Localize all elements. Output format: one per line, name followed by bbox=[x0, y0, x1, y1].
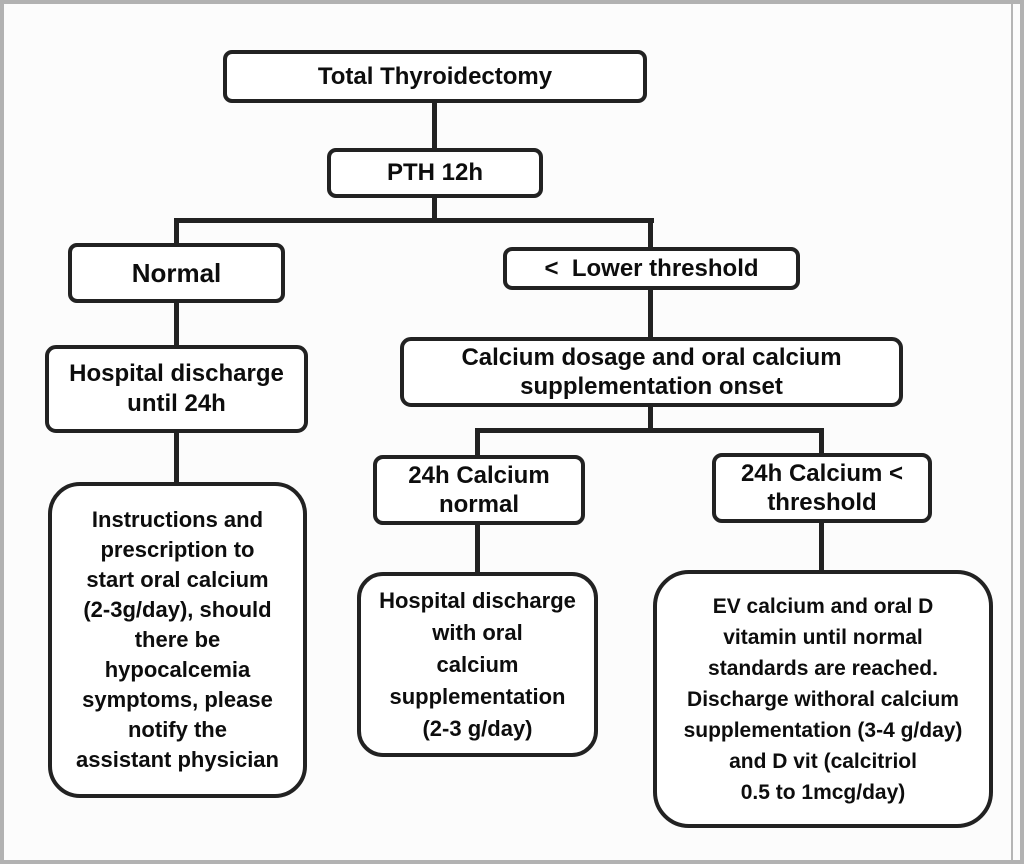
node-lower-threshold: < Lower threshold bbox=[503, 247, 800, 290]
edge-calciumdosage-down bbox=[648, 405, 653, 431]
node-instructions: Instructions and prescription to start o… bbox=[48, 482, 307, 798]
edge-calciumnormal-to-discharge bbox=[475, 523, 480, 574]
node-total-thyroidectomy: Total Thyroidectomy bbox=[223, 50, 647, 103]
edge-branch-to-calcium-low bbox=[819, 428, 824, 455]
node-calcium-dosage: Calcium dosage and oral calcium suppleme… bbox=[400, 337, 903, 407]
edge-discharge24h-to-instructions bbox=[174, 431, 179, 484]
node-ev-calcium: EV calcium and oral D vitamin until norm… bbox=[653, 570, 993, 828]
node-pth-12h: PTH 12h bbox=[327, 148, 543, 198]
edge-branch-to-lower-threshold bbox=[648, 218, 653, 249]
node-hospital-discharge-24h: Hospital discharge until 24h bbox=[45, 345, 308, 433]
node-normal: Normal bbox=[68, 243, 285, 303]
edge-calcium-branch-horizontal bbox=[475, 428, 824, 433]
edge-pth-branch-horizontal bbox=[174, 218, 654, 223]
edge-thyroidectomy-to-pth bbox=[432, 101, 437, 150]
edge-branch-to-calcium-normal bbox=[475, 428, 480, 457]
edge-normal-to-discharge24h bbox=[174, 301, 179, 347]
edge-pth-down bbox=[432, 196, 437, 223]
edge-branch-to-normal bbox=[174, 218, 179, 245]
node-24h-calcium-normal: 24h Calcium normal bbox=[373, 455, 585, 525]
edge-lowerthreshold-to-calciumdosage bbox=[648, 288, 653, 339]
node-24h-calcium-low: 24h Calcium < threshold bbox=[712, 453, 932, 523]
scan-artifact-line bbox=[1011, 4, 1013, 860]
node-discharge-oral-calcium: Hospital discharge with oral calcium sup… bbox=[357, 572, 598, 757]
edge-calciumlow-to-evcalcium bbox=[819, 521, 824, 572]
